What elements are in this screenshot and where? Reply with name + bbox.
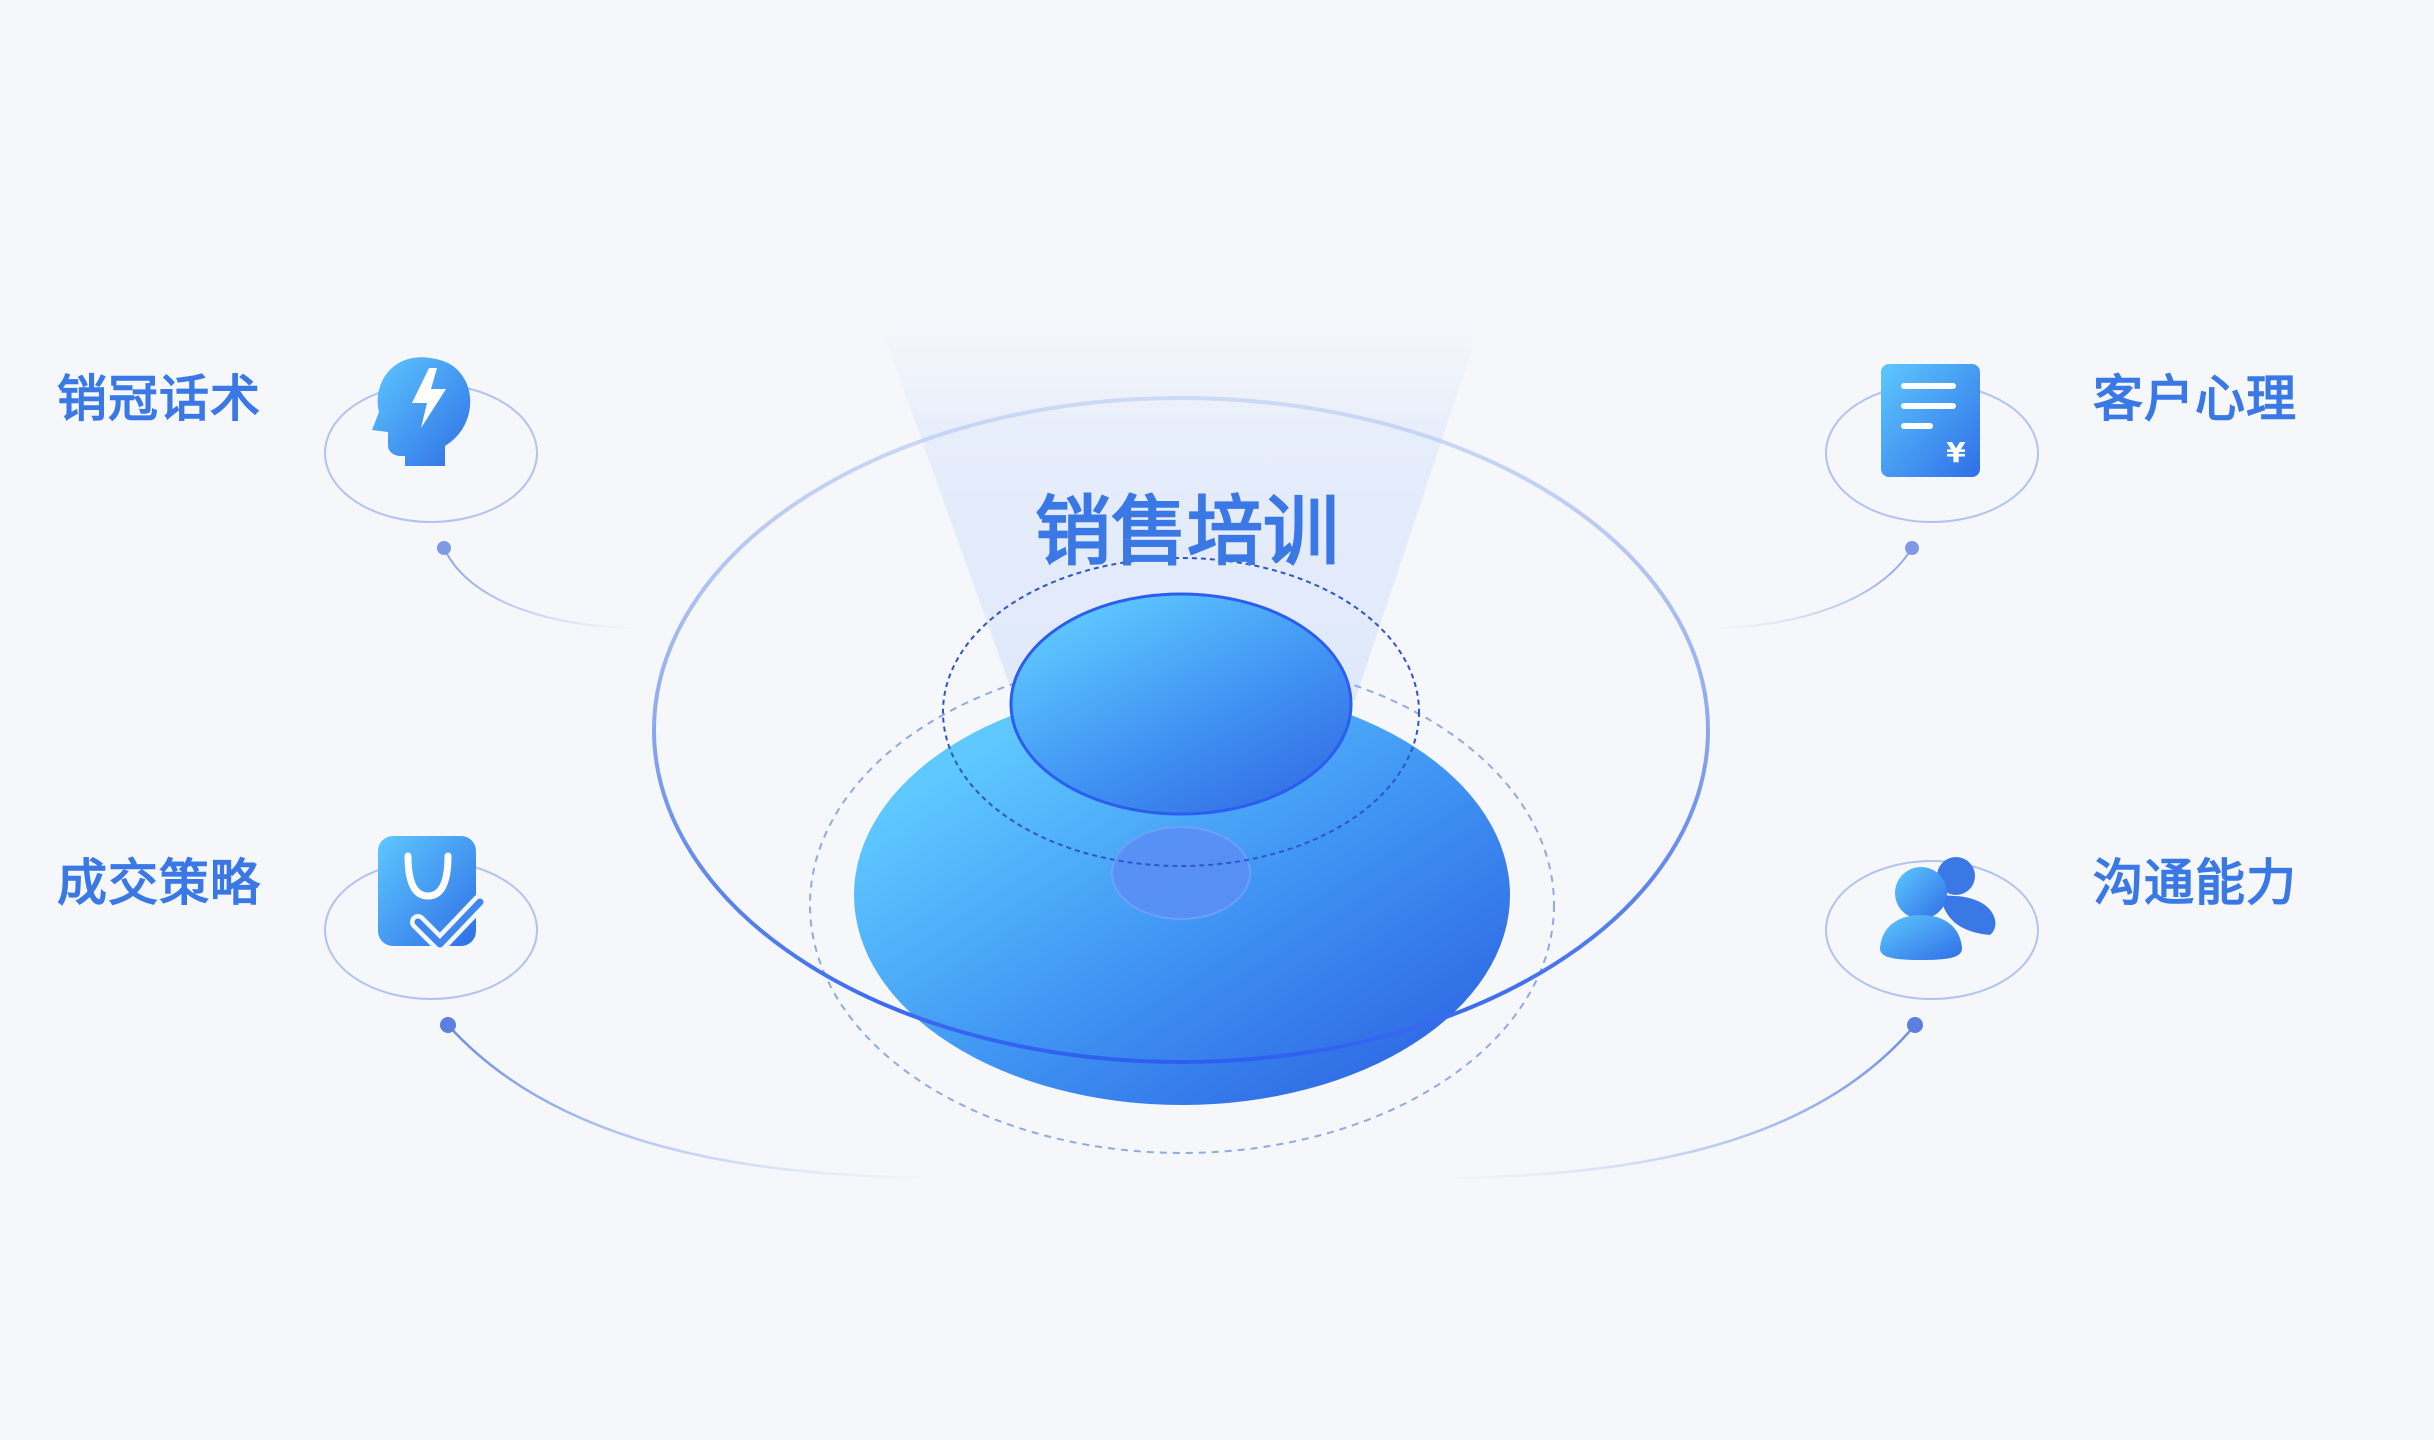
- svg-text:¥: ¥: [1946, 436, 1966, 469]
- connector-dot-top-left: [437, 541, 451, 555]
- connector-dot-top-right: [1905, 541, 1919, 555]
- users-icon: [1880, 857, 1996, 960]
- connector-top-left: [443, 547, 641, 629]
- topic-label-bottom-left: 成交策略: [57, 854, 261, 912]
- top-disk: [1009, 592, 1353, 816]
- connector-dot-bottom-left: [440, 1017, 456, 1033]
- connector-bottom-left: [447, 1024, 951, 1180]
- big-orbit-ring: [652, 396, 1710, 1064]
- center-title: 销售培训: [1035, 487, 1339, 576]
- topic-label-top-right: 客户心理: [2093, 370, 2297, 428]
- shopping-bag-check-icon: [378, 836, 488, 952]
- topic-label-bottom-right: 沟通能力: [2093, 854, 2297, 912]
- inner-dashed-orbit: [942, 557, 1420, 867]
- connector-bottom-right: [1429, 1024, 1916, 1180]
- topic-label-top-left: 销冠话术: [57, 370, 261, 428]
- connector-top-right: [1704, 547, 1913, 629]
- lightning-head-icon: [372, 357, 471, 466]
- light-beam: [875, 310, 1485, 700]
- receipt-yuan-icon: ¥: [1881, 364, 1980, 477]
- base-socket: [1111, 826, 1251, 920]
- node-ring-bottom-right: [1825, 860, 2039, 1000]
- connector-dot-bottom-right: [1907, 1017, 1923, 1033]
